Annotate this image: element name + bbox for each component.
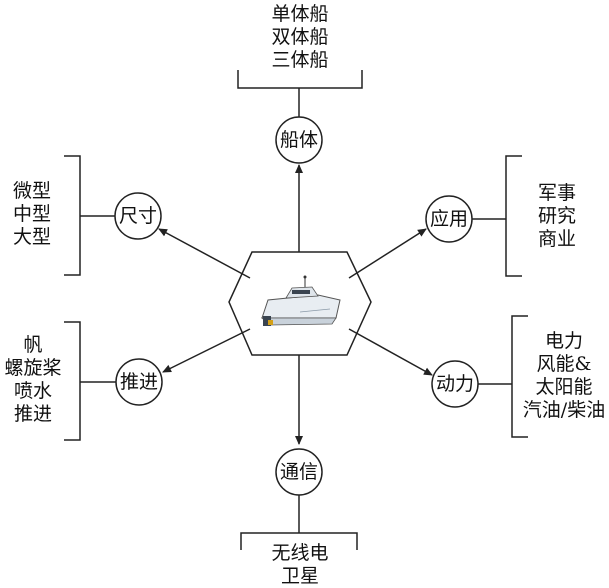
node-size-label: 尺寸 [115, 205, 161, 227]
power-item: 风能& [520, 353, 608, 376]
bracket-propulsion [64, 322, 80, 440]
communication-item: 无线电 [250, 542, 350, 565]
hull-item: 单体船 [250, 3, 350, 26]
size-item: 大型 [4, 226, 60, 249]
bracket-application [506, 156, 522, 276]
node-power-label: 动力 [432, 373, 478, 395]
propulsion-item: 螺旋桨 [0, 357, 66, 380]
node-communication-label: 通信 [276, 461, 322, 483]
size-items: 微型 中型 大型 [4, 180, 60, 249]
propulsion-item: 喷水 [0, 380, 66, 403]
arrow-propulsion [163, 329, 250, 372]
application-item: 研究 [527, 205, 587, 228]
hull-item: 双体船 [250, 26, 350, 49]
hull-item: 三体船 [250, 49, 350, 72]
application-items: 军事 研究 商业 [527, 182, 587, 251]
bracket-size [64, 156, 80, 275]
power-item: 太阳能 [520, 376, 608, 399]
size-item: 微型 [4, 180, 60, 203]
node-hull-label: 船体 [276, 129, 322, 151]
propulsion-item: 推进 [0, 403, 66, 426]
communication-item: 卫星 [250, 565, 350, 588]
node-propulsion-label: 推进 [116, 371, 162, 393]
node-application-label: 应用 [426, 208, 472, 230]
power-items: 电力 风能& 太阳能 汽油/柴油 [520, 330, 608, 422]
size-item: 中型 [4, 203, 60, 226]
arrow-power [349, 329, 432, 375]
application-item: 商业 [527, 228, 587, 251]
hull-items: 单体船 双体船 三体船 [250, 3, 350, 72]
application-item: 军事 [527, 182, 587, 205]
propulsion-items: 帆 螺旋桨 喷水 推进 [0, 334, 66, 426]
arrow-application [349, 229, 426, 278]
communication-items: 无线电 卫星 [250, 542, 350, 588]
arrow-size [159, 229, 250, 278]
propulsion-item: 帆 [0, 334, 66, 357]
power-item: 电力 [520, 330, 608, 353]
bracket-hull [238, 70, 362, 88]
power-item: 汽油/柴油 [520, 399, 608, 422]
